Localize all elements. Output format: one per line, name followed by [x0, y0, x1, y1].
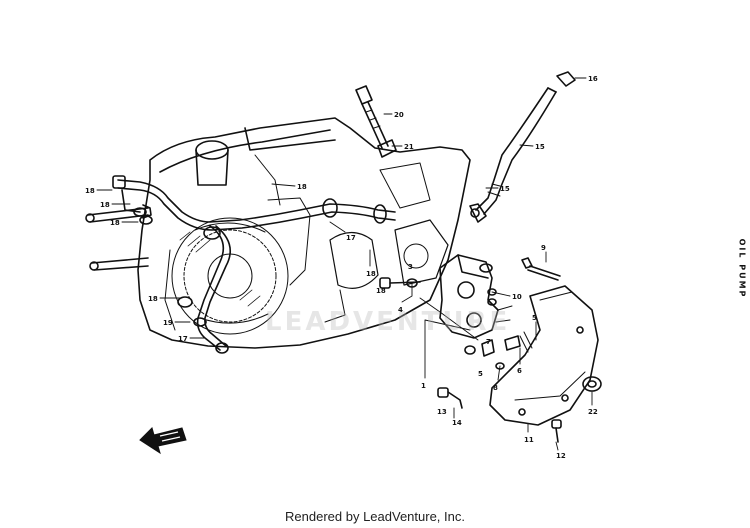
banjo-bolt-left: [112, 175, 153, 225]
callout-5-a: 5: [532, 314, 537, 322]
leader-lines: [96, 77, 593, 451]
watermark: LEADVENTURE: [265, 307, 510, 337]
callout-8: 8: [493, 384, 498, 392]
callout-15-clamp: 15: [500, 185, 510, 193]
hollow-bolt: [355, 85, 397, 158]
callout-16: 16: [588, 75, 598, 83]
exploded-parts-diagram: LEADVENTURE 16 20 21 15 15 18 18 18 18 1…: [85, 71, 602, 460]
pump-fasteners: [379, 257, 562, 443]
callout-15-hose: 15: [535, 143, 545, 151]
callout-3: 3: [408, 263, 413, 271]
callout-9: 9: [541, 244, 546, 252]
callout-1: 1: [421, 382, 426, 390]
callout-18-d: 18: [297, 183, 307, 191]
callouts: 16 20 21 15 15 18 18 18 18 18 19 17 17 1…: [85, 75, 598, 460]
diagram-title: OIL PUMP: [737, 238, 747, 299]
callout-21: 21: [404, 143, 414, 151]
callout-5-b: 5: [478, 370, 483, 378]
callout-17-b: 17: [346, 234, 356, 242]
oil-pump-cover: [489, 285, 602, 426]
callout-10: 10: [512, 293, 522, 301]
footer-credit: Rendered by LeadVenture, Inc.: [285, 509, 465, 524]
callout-11: 11: [524, 436, 534, 444]
callout-14: 14: [452, 419, 462, 427]
callout-18-a: 18: [85, 187, 95, 195]
callout-13: 13: [437, 408, 447, 416]
callout-20: 20: [394, 111, 404, 119]
callout-4: 4: [398, 306, 403, 314]
callout-19: 19: [163, 319, 173, 327]
callout-12: 12: [556, 452, 566, 460]
callout-18-b: 18: [100, 201, 110, 209]
oil-pump-body: [439, 254, 513, 339]
callout-18-c: 18: [110, 219, 120, 227]
callout-18-e: 18: [148, 295, 158, 303]
oil-hose: [469, 71, 576, 223]
callout-18-g: 18: [376, 287, 386, 295]
callout-22: 22: [588, 408, 598, 416]
oil-pipe-assembly: [117, 179, 396, 354]
callout-17-a: 17: [178, 335, 188, 343]
callout-6: 6: [517, 367, 522, 375]
callout-7: 7: [486, 338, 491, 346]
crankcase: [85, 117, 471, 349]
callout-18-f: 18: [366, 270, 376, 278]
